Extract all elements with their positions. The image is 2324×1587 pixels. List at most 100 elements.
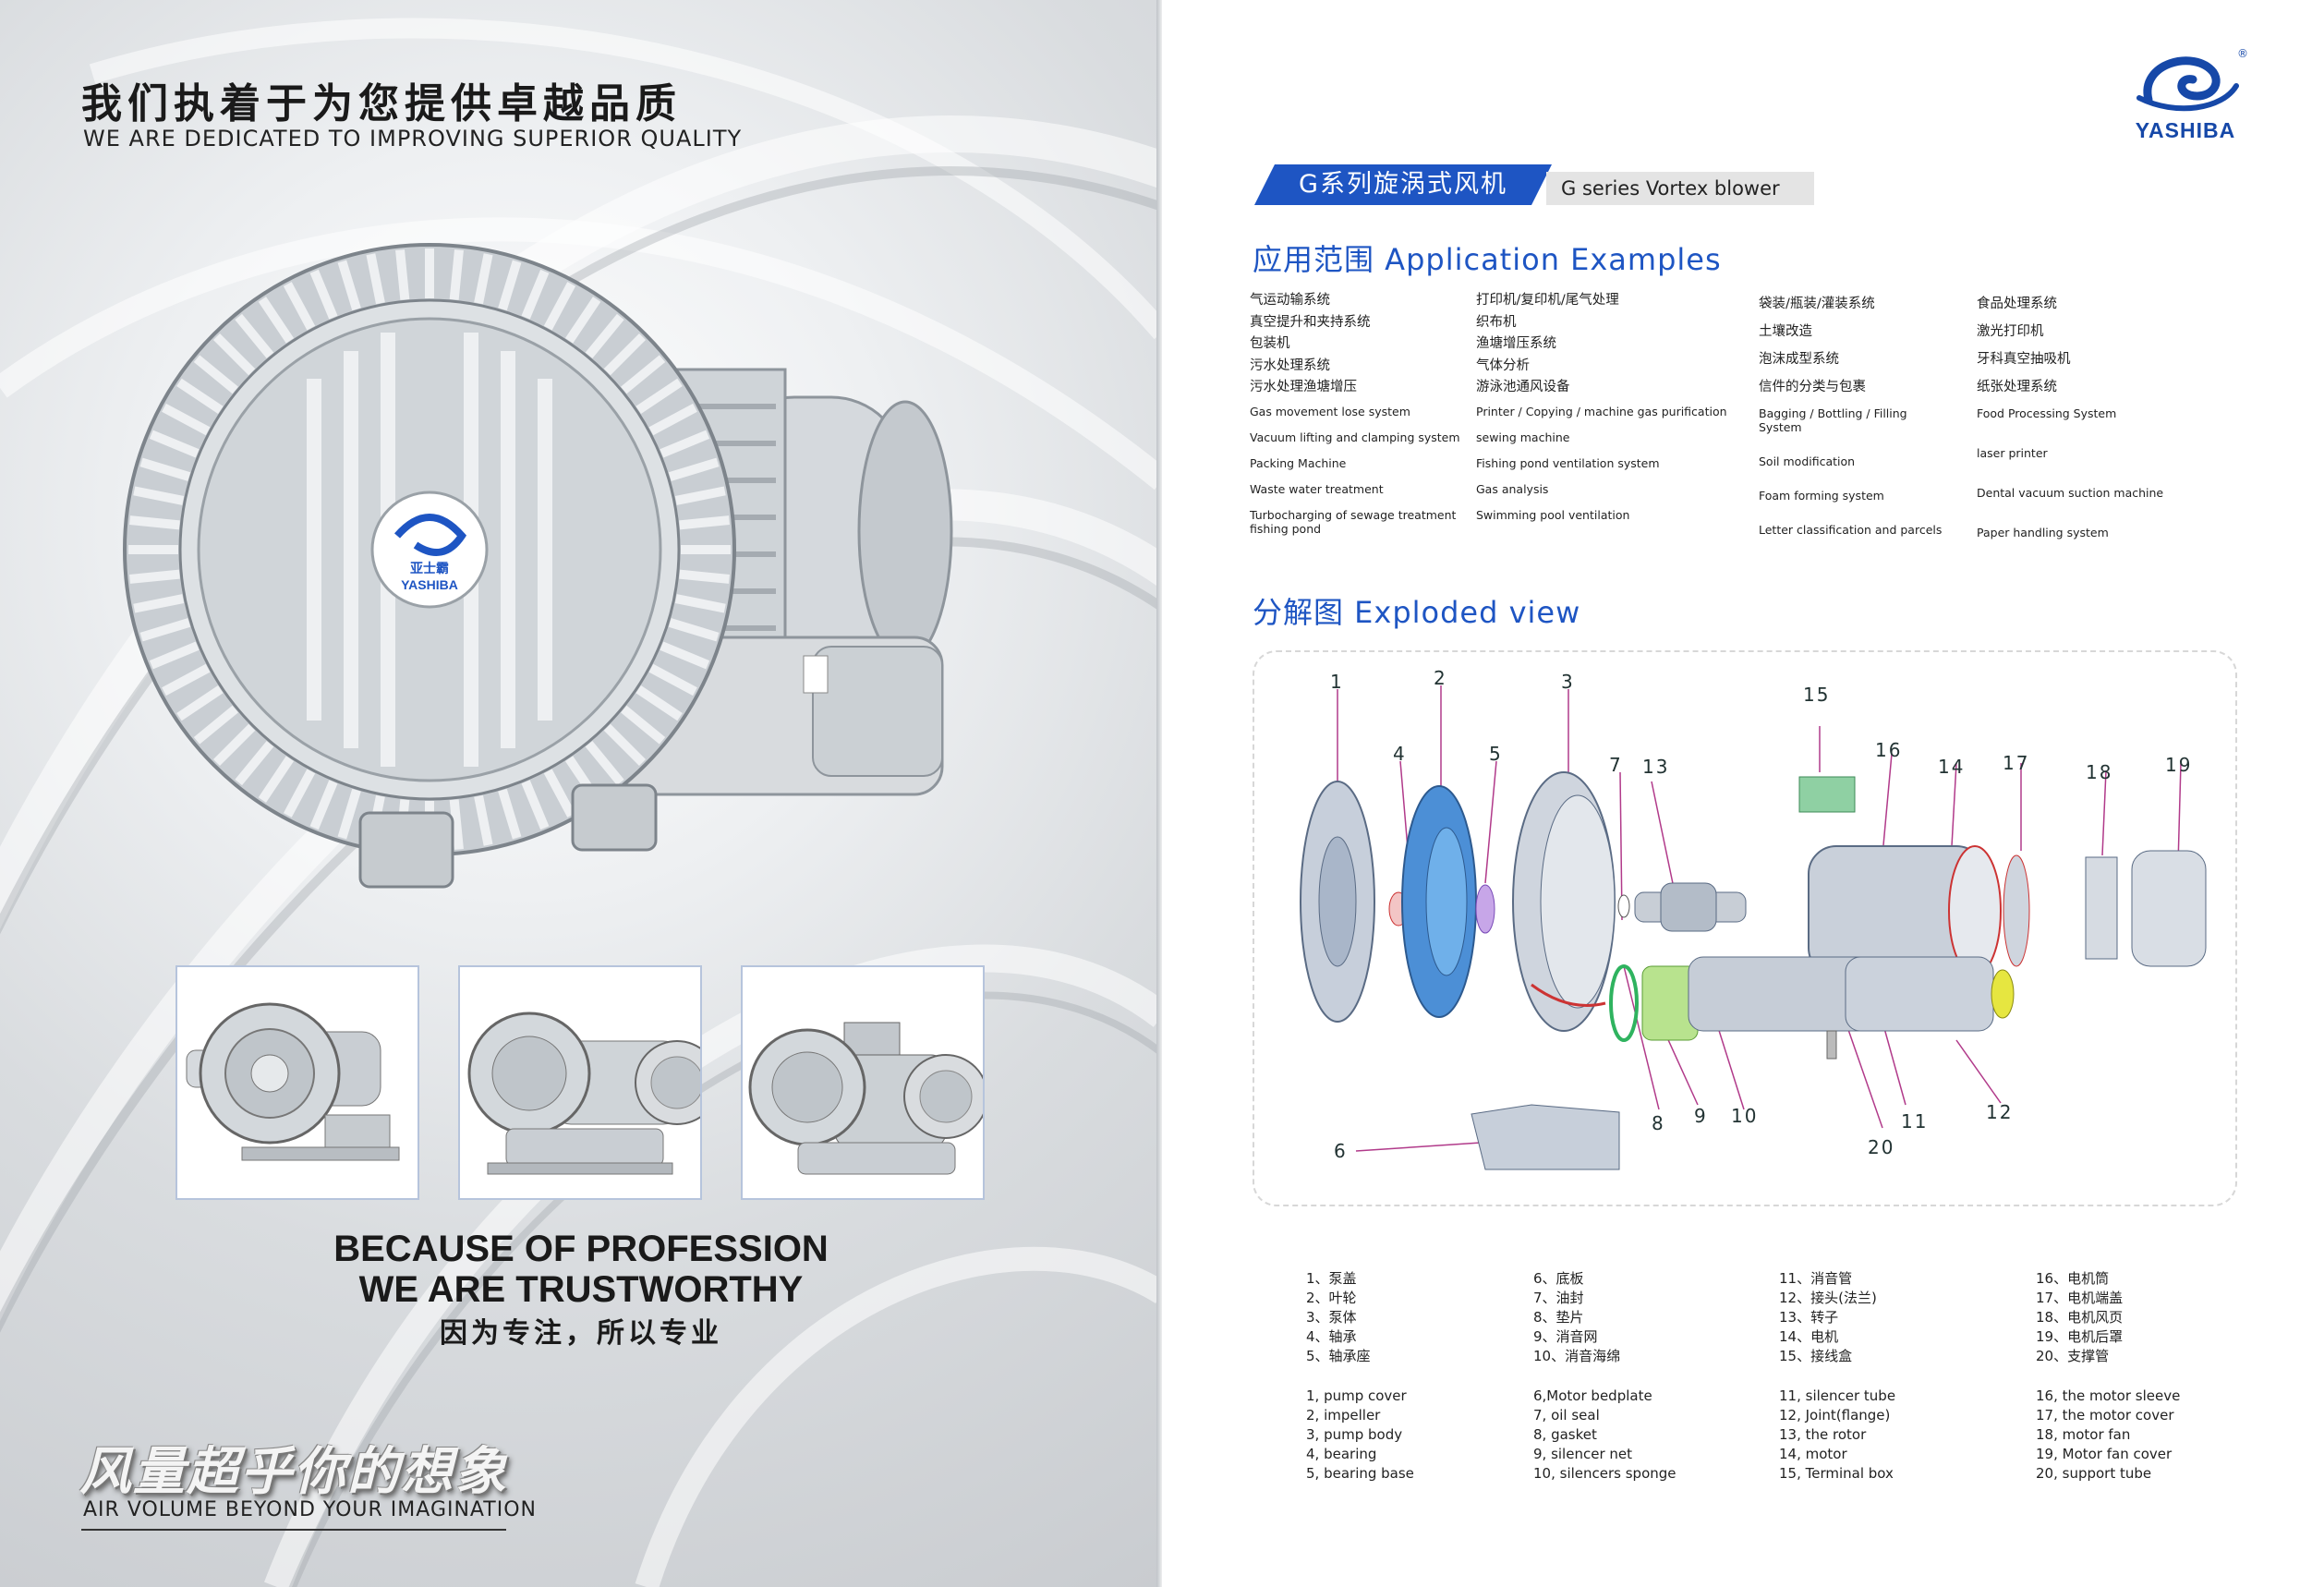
- tagline-en-line-1: BECAUSE OF PROFESSION: [333, 1229, 829, 1269]
- hero-fin: [193, 705, 238, 745]
- callout-9: 9: [1694, 1105, 1708, 1127]
- list-item: laser printer: [1977, 446, 2048, 460]
- tagline-cn: 因为专注，所以专业: [440, 1318, 722, 1349]
- hero-fin: [149, 430, 200, 458]
- banner-en: G series Vortex blower: [1546, 172, 1814, 205]
- list-item: 16、电机筒: [2036, 1270, 2110, 1287]
- hero-fin: [139, 457, 191, 481]
- list-item: Letter classification and parcels: [1759, 523, 1943, 537]
- list-item: Paper handling system: [1977, 526, 2109, 539]
- hero-fin: [585, 741, 624, 786]
- list-item: Dental vacuum suction machine: [1977, 486, 2164, 500]
- hero-fin: [679, 569, 730, 584]
- list-item: 17, the motor cover: [2036, 1407, 2174, 1423]
- parts-legend-column-1: 1、泵盖 2、叶轮 3、泵体 4、轴承 5、轴承座 1, pump cover …: [1306, 1269, 1414, 1484]
- hero-fin: [449, 799, 464, 850]
- callout-leader-lines: [1337, 685, 2182, 1152]
- applications-cn-list: 气运动输系统 真空提升和夹持系统 包装机 污水处理系统 污水处理渔塘增压: [1250, 290, 1462, 399]
- headline-en: WE ARE DEDICATED TO IMPROVING SUPERIOR Q…: [83, 126, 743, 151]
- list-item: 2, impeller: [1306, 1407, 1381, 1423]
- hero-fin: [521, 780, 550, 830]
- list-item: 5、轴承座: [1306, 1348, 1371, 1364]
- callout-12: 12: [1986, 1101, 2014, 1123]
- callout-13: 13: [1642, 756, 1670, 778]
- list-item: 20, support tube: [2036, 1465, 2152, 1482]
- callout-10: 10: [1731, 1105, 1759, 1127]
- hero-fin: [309, 269, 338, 320]
- list-item: 15, Terminal box: [1779, 1465, 1894, 1482]
- hero-fin: [498, 788, 522, 840]
- list-item: 13, the rotor: [1779, 1426, 1867, 1443]
- list-item: 14、电机: [1779, 1328, 1839, 1345]
- list-item: 激光打印机: [1977, 324, 2044, 339]
- list-item: 包装机: [1250, 336, 1290, 351]
- list-item: 泡沫成型系统: [1759, 352, 1839, 367]
- hero-logo-cn: 亚士霸: [410, 561, 449, 576]
- list-item: 真空提升和夹持系统: [1250, 314, 1371, 330]
- callout-20: 20: [1868, 1136, 1895, 1158]
- product-thumbnail-3: [741, 965, 988, 1200]
- hero-fin: [176, 684, 224, 721]
- list-item: 7、油封: [1533, 1290, 1584, 1306]
- list-item: 渔塘增压系统: [1476, 336, 1556, 351]
- hero-fin: [674, 486, 726, 505]
- list-item: 2、叶轮: [1306, 1290, 1357, 1306]
- hero-fin: [648, 663, 697, 697]
- hero-fin: [133, 486, 185, 505]
- list-item: 6、底板: [1533, 1270, 1584, 1287]
- list-item: 5, bearing base: [1306, 1465, 1414, 1482]
- hero-fin: [543, 282, 576, 331]
- callout-14: 14: [1938, 756, 1966, 778]
- list-item: 20、支撑管: [2036, 1348, 2110, 1364]
- hero-fin: [660, 430, 710, 458]
- hero-fin: [283, 769, 316, 818]
- callout-17: 17: [2003, 752, 2030, 774]
- hero-logo-en: YASHIBA: [401, 577, 458, 592]
- applications-column-2: 打印机/复印机/尾气处理 织布机 渔塘增压系统 气体分析 游泳池通风设备 Pri…: [1476, 290, 1753, 534]
- callout-15: 15: [1803, 684, 1831, 706]
- list-item: Vacuum lifting and clamping system: [1250, 430, 1460, 444]
- hero-fin: [474, 794, 493, 846]
- list-item: 15、接线盒: [1779, 1348, 1853, 1364]
- hero-fin: [309, 780, 338, 830]
- hero-fin: [474, 253, 493, 305]
- banner-cn: G系列旋涡式风机: [1254, 164, 1552, 205]
- parts-legend-column-2: 6、底板 7、油封 8、垫片 9、消音网 10、消音海绵 6,Motor bed…: [1533, 1269, 1676, 1484]
- list-item: 4、轴承: [1306, 1328, 1357, 1345]
- list-item: Fishing pond ventilation system: [1476, 455, 1660, 470]
- list-item: sewing machine: [1476, 430, 1570, 444]
- exploded-view-diagram: 1 2 3 4 5 7 13 15 16 14 17 18 19 6 8 9 1…: [1253, 650, 2237, 1206]
- swirl-background: 亚士霸 YASHIBA: [0, 166, 1162, 1587]
- list-item: 气体分析: [1476, 357, 1530, 373]
- list-item: 11、消音管: [1779, 1270, 1853, 1287]
- tagline-en-line-2: WE ARE TRUSTWORTHY: [358, 1269, 804, 1310]
- applications-cn-list: 食品处理系统 激光打印机 牙科真空抽吸机 纸张处理系统: [1977, 290, 2217, 401]
- exploded-parts-drawing: [1300, 685, 2207, 1170]
- slogan-en: AIR VOLUME BEYOND YOUR IMAGINATION: [83, 1498, 537, 1521]
- exploded-title: 分解图 Exploded view: [1253, 595, 1581, 630]
- list-item: Turbocharging of sewage treatment fishin…: [1250, 507, 1457, 536]
- list-item: Bagging / Bottling / Filling System: [1759, 406, 1907, 434]
- list-item: 3、泵体: [1306, 1309, 1357, 1326]
- callout-8: 8: [1652, 1112, 1665, 1134]
- hero-fin: [193, 355, 238, 394]
- list-item: 6,Motor bedplate: [1533, 1387, 1652, 1404]
- hero-blower-image: 亚士霸 YASHIBA: [123, 243, 953, 889]
- list-item: Printer / Copying / machine gas purifica…: [1476, 404, 1727, 418]
- hero-fin: [648, 403, 697, 436]
- hero-fin: [668, 618, 720, 642]
- list-item: 12、接头(法兰): [1779, 1290, 1877, 1306]
- list-item: 污水处理系统: [1250, 357, 1330, 373]
- applications-en-list: Gas movement lose system Vacuum lifting …: [1250, 405, 1462, 536]
- applications-column-4: 食品处理系统 激光打印机 牙科真空抽吸机 纸张处理系统 Food Process…: [1977, 290, 2217, 551]
- hero-fin: [129, 569, 180, 584]
- brand-logo: ® YASHIBA: [2121, 44, 2250, 146]
- list-item: 污水处理渔塘增压: [1250, 380, 1357, 394]
- hero-fin: [337, 788, 361, 840]
- slogan-cn: 风量超乎你的想象: [79, 1442, 508, 1502]
- list-item: 牙科真空抽吸机: [1977, 352, 2071, 367]
- list-item: 12, Joint(flange): [1779, 1407, 1891, 1423]
- list-item: Gas analysis: [1476, 481, 1549, 496]
- applications-column-3: 袋装/瓶装/灌装系统 土壤改造 泡沫成型系统 信件的分类与包裹 Bagging …: [1759, 290, 1943, 549]
- brand-name: YASHIBA: [2135, 118, 2236, 142]
